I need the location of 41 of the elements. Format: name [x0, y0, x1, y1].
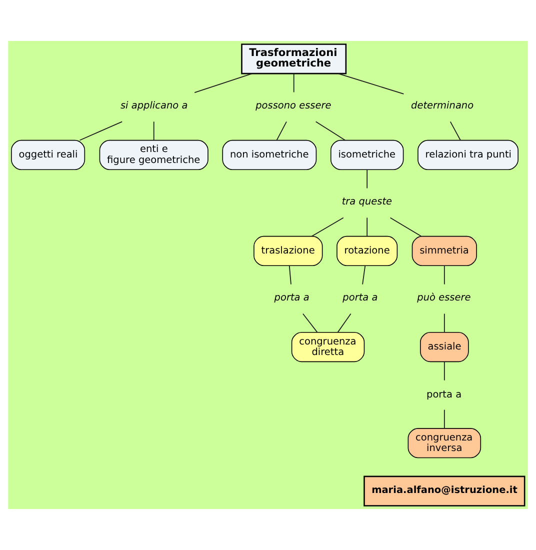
node-text: porta a [426, 390, 462, 401]
connector [444, 313, 445, 333]
node-box: rotazione [336, 236, 398, 266]
connector [302, 313, 318, 333]
connector [276, 121, 287, 141]
connector [366, 217, 368, 237]
node-box: traslazione [254, 236, 323, 266]
connector [338, 73, 404, 94]
connector [153, 121, 154, 141]
connector [450, 121, 461, 141]
connector [337, 313, 352, 333]
connector [288, 265, 292, 285]
node-text: determinano [411, 100, 474, 112]
connector [444, 265, 445, 285]
node-box: oggetti reali [11, 140, 86, 170]
connector [311, 217, 344, 237]
node-text: possono essere [256, 100, 332, 112]
connector [362, 265, 366, 285]
node-text: porta a [342, 292, 378, 304]
connector [194, 73, 252, 94]
connector [293, 73, 294, 93]
connector [366, 169, 368, 189]
node-text: porta a [274, 292, 310, 304]
node-box: congruenza diretta [291, 332, 365, 362]
node-box: non isometriche [222, 140, 317, 170]
node-box: congruenza inversa [408, 428, 482, 458]
node-box: Trasformazioni geometriche [241, 44, 347, 74]
node-box: relazioni tra punti [418, 140, 518, 170]
node-box: assiale [420, 332, 469, 362]
connector [444, 361, 445, 381]
connector [444, 409, 445, 429]
node-text: tra queste [342, 196, 392, 208]
node-box: isometriche [330, 140, 404, 170]
node-box: enti e figure geometriche [99, 140, 208, 170]
node-text: può essere [417, 292, 471, 304]
connector [390, 217, 422, 237]
connector [79, 121, 123, 141]
node-text: si applicano a [120, 100, 188, 112]
node-box: maria.alfano@istruzione.it [364, 476, 526, 506]
node-box: simmetria [412, 236, 477, 266]
connector [315, 121, 346, 141]
